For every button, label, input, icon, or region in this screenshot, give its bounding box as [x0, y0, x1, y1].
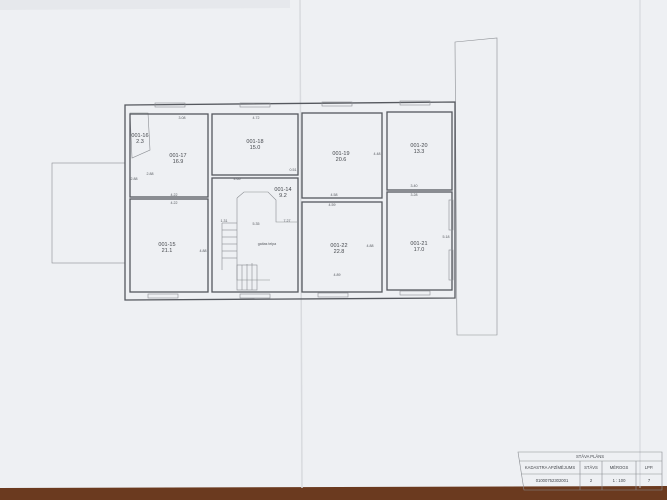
dimension-label: 0.51 — [290, 168, 297, 172]
title-block-header: MĒROGS — [610, 465, 629, 470]
page-fold — [299, 0, 303, 489]
dimension-label: 2.88 — [131, 177, 138, 181]
room-id: 001-14 — [274, 187, 291, 193]
room-id: 001-21 — [410, 241, 427, 247]
title-block-header: KADASTRA APZĪMĒJUMS — [525, 465, 575, 470]
room-area: 2.3 — [136, 139, 144, 145]
title-block-value: 01000752302001 — [536, 478, 569, 483]
dimension-label: 5.35 — [253, 222, 260, 226]
room-001-19: 001-19 20.6 — [301, 112, 383, 199]
room-id: 001-20 — [410, 143, 427, 149]
room-area: 20.6 — [336, 157, 347, 163]
room-id: 001-18 — [246, 139, 263, 145]
dimension-label: 3.28 — [411, 193, 418, 197]
room-area: 15.0 — [250, 145, 261, 151]
room-001-18: 001-18 15.0 — [211, 113, 299, 176]
title-block-header: LPP. — [645, 465, 654, 470]
dimension-label: 4.88 — [367, 244, 374, 248]
title-block-value: 2 — [590, 478, 593, 483]
room-001-15: 001-15 21.1 — [129, 198, 209, 293]
title-block-value: 7 — [648, 478, 651, 483]
dimension-label: 4.89 — [334, 273, 341, 277]
paper-sheet — [0, 0, 667, 488]
title-block-title: STĀVA PLĀNS — [576, 454, 604, 459]
room-area: 22.8 — [334, 249, 345, 255]
room-id: 001-17 — [169, 153, 186, 159]
title-block: STĀVA PLĀNS KADASTRA APZĪMĒJUMS STĀVS MĒ… — [517, 451, 663, 491]
room-001-22: 001-22 22.8 — [301, 201, 383, 293]
building-outline — [124, 101, 456, 301]
room-id: 001-15 — [158, 242, 175, 248]
dimension-label: 2.88 — [147, 172, 154, 176]
dimension-label: 4.58 — [331, 193, 338, 197]
table-surface — [0, 486, 667, 500]
room-area: 17.0 — [414, 247, 425, 253]
dimension-labels: 3.08 4.72 4.22 4.22 4.88 2.88 4.59 4.58 … — [131, 116, 450, 277]
room-001-14: 001-14 9.2 gaitas telpa — [211, 177, 299, 293]
title-block-header: STĀVS — [584, 465, 598, 470]
staircase — [221, 222, 258, 291]
room-area: 13.3 — [414, 149, 425, 155]
room-001-17: 001-17 16.9 — [129, 113, 209, 198]
room-id: 001-22 — [330, 243, 347, 249]
dimension-label: 4.59 — [329, 203, 336, 207]
room-area: 9.2 — [279, 193, 287, 199]
dimension-label: 3.40 — [411, 184, 418, 188]
dimension-label: 4.72 — [253, 116, 260, 120]
dimension-label: 1.31 — [221, 219, 228, 223]
dimension-label: 4.48 — [374, 152, 381, 156]
top-shadow — [0, 0, 290, 10]
dimension-label: 7.27 — [284, 219, 291, 223]
right-annex — [454, 37, 498, 336]
dimension-label: 4.65 — [234, 177, 241, 181]
room-001-21: 001-21 17.0 — [386, 191, 453, 291]
room-area: 16.9 — [173, 159, 184, 165]
windows — [147, 100, 454, 299]
dimension-label: 4.22 — [171, 193, 178, 197]
dimension-label: 3.08 — [179, 116, 186, 120]
room-area: 21.1 — [162, 248, 173, 254]
dimension-label: 4.22 — [171, 201, 178, 205]
room-id: 001-16 — [131, 133, 148, 139]
stair-hall-label: gaitas telpa — [258, 242, 276, 246]
room-id: 001-19 — [332, 151, 349, 157]
dimension-label: 5.18 — [443, 235, 450, 239]
room-001-20: 001-20 13.3 — [386, 111, 453, 191]
room-001-16: 001-16 2.3 — [129, 112, 151, 159]
title-block-value: 1 : 100 — [613, 478, 626, 483]
dimension-label: 4.88 — [200, 249, 207, 253]
